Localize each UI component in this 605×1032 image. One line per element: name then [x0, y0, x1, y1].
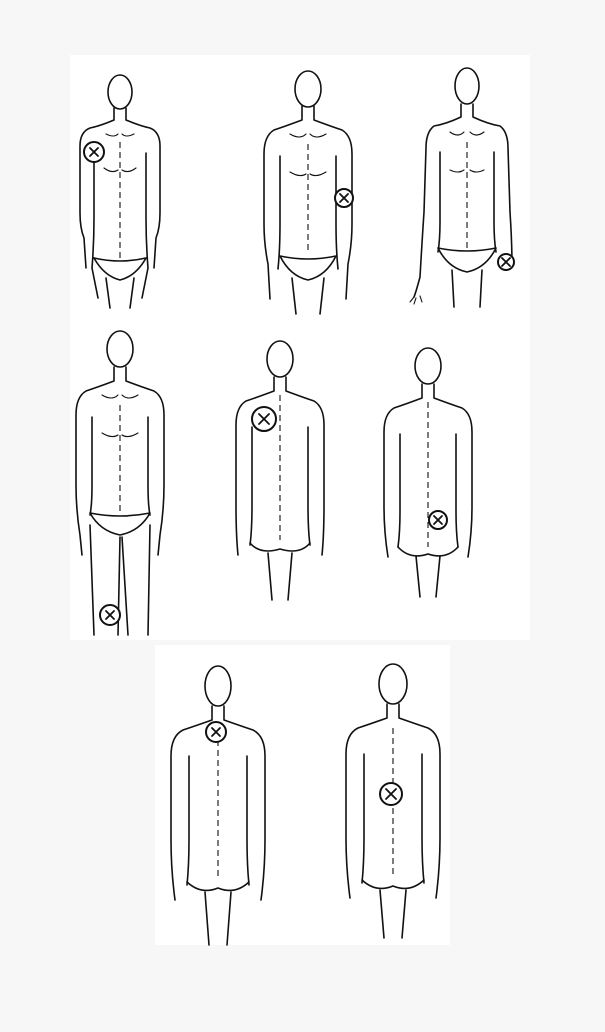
front-figure-knee-mark	[70, 325, 170, 635]
back-figure-shoulder-blade-mark	[228, 335, 328, 600]
back-figure-mid-back-mark	[338, 658, 448, 938]
injury-site-marker	[335, 189, 353, 207]
front-figure-upper-arm-mark	[258, 64, 358, 314]
injury-site-marker	[429, 511, 447, 529]
back-figure-flank-mark	[378, 342, 478, 597]
back-figure-neck-mark	[163, 660, 273, 945]
front-body-outline	[412, 62, 522, 307]
front-body-outline	[70, 68, 170, 308]
injury-site-marker	[206, 722, 226, 742]
injury-site-marker	[498, 254, 514, 270]
injury-site-marker	[380, 783, 402, 805]
back-body-outline	[378, 342, 478, 597]
back-body-outline	[163, 660, 273, 945]
front-figure-shoulder-mark	[70, 68, 170, 308]
injury-site-marker	[84, 142, 104, 162]
front-body-outline	[258, 64, 358, 314]
back-body-outline	[228, 335, 328, 600]
back-body-outline	[338, 658, 448, 938]
injury-site-marker	[252, 407, 276, 431]
front-body-outline	[70, 325, 170, 635]
front-figure-hand-mark	[412, 62, 522, 307]
injury-site-marker	[100, 605, 120, 625]
